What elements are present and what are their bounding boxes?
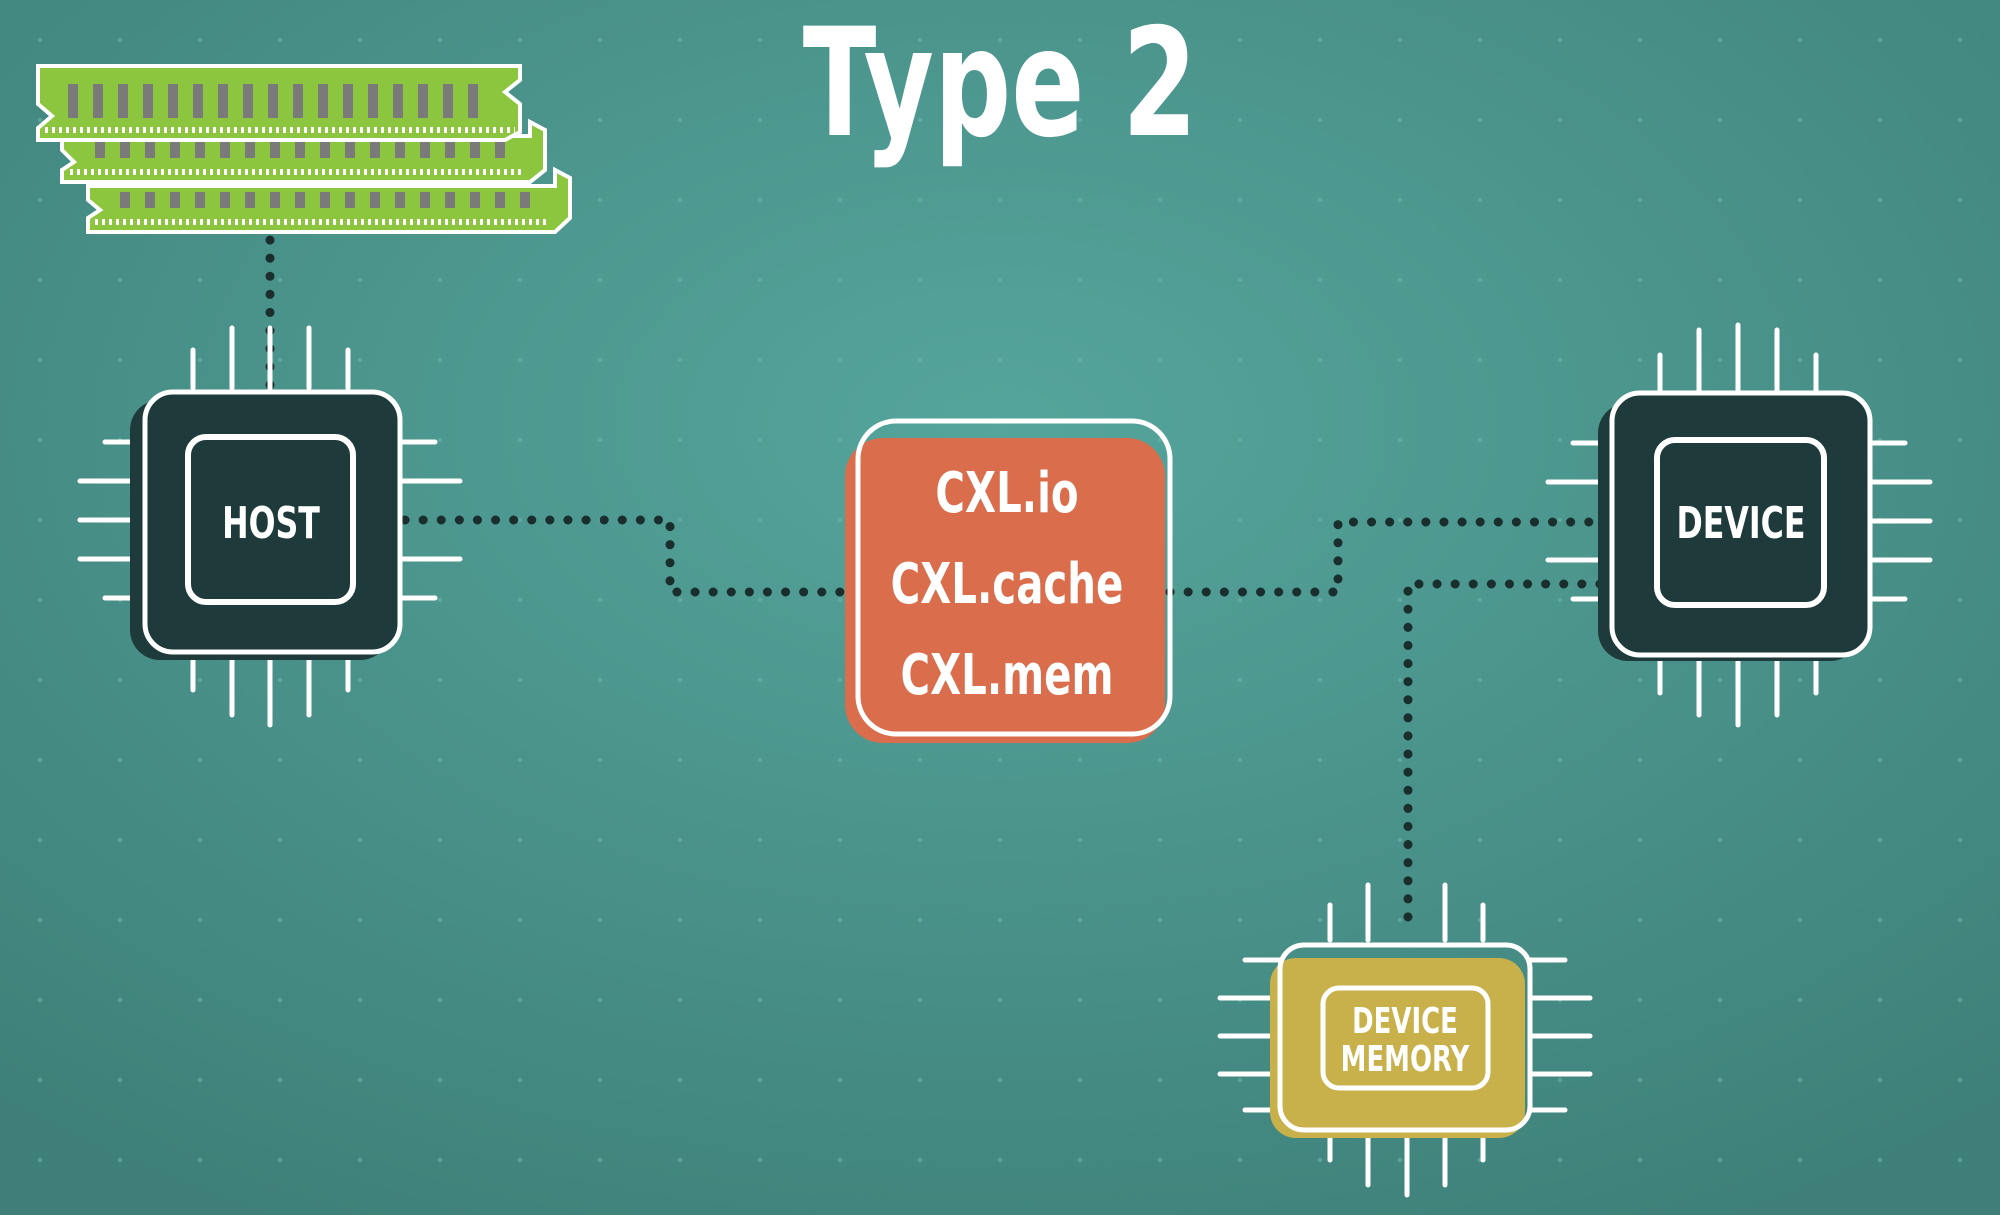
device-memory-chip-body — [1277, 942, 1533, 1133]
protocol-box: CXL.io CXL.cache CXL.mem — [845, 418, 1173, 743]
host-chip-body — [142, 389, 403, 655]
device-chip-pins — [1545, 322, 1933, 728]
device-memory-label-line2: MEMORY — [1341, 1039, 1471, 1080]
protocol-cxl-io: CXL.io — [935, 460, 1078, 525]
device-chip: DEVICE — [1545, 322, 1933, 728]
host-chip: HOST — [77, 325, 463, 728]
host-label: HOST — [222, 498, 320, 550]
device-label: DEVICE — [1676, 498, 1805, 550]
page-title: Type 2 — [803, 0, 1198, 171]
protocol-box-outline — [855, 418, 1173, 737]
device-chip-body — [1609, 390, 1873, 658]
device-memory-chip-pins — [1217, 882, 1593, 1198]
protocol-cxl-mem: CXL.mem — [900, 642, 1113, 707]
device-memory-label-line1: DEVICE — [1352, 1001, 1458, 1042]
protocol-box-fill — [845, 438, 1165, 743]
protocol-cxl-cache: CXL.cache — [891, 551, 1124, 616]
host-chip-label-frame — [185, 434, 356, 605]
ram-stick-3 — [86, 166, 572, 234]
link-protocols-device — [1165, 517, 1595, 597]
ram-stick-1 — [36, 64, 522, 142]
device-memory-chip-shadow — [1270, 958, 1525, 1138]
device-memory-chip: DEVICE MEMORY — [1217, 882, 1593, 1198]
device-memory-label-frame — [1320, 985, 1491, 1091]
ram-stick-icon — [36, 64, 572, 234]
device-chip-label-frame — [1654, 437, 1827, 608]
